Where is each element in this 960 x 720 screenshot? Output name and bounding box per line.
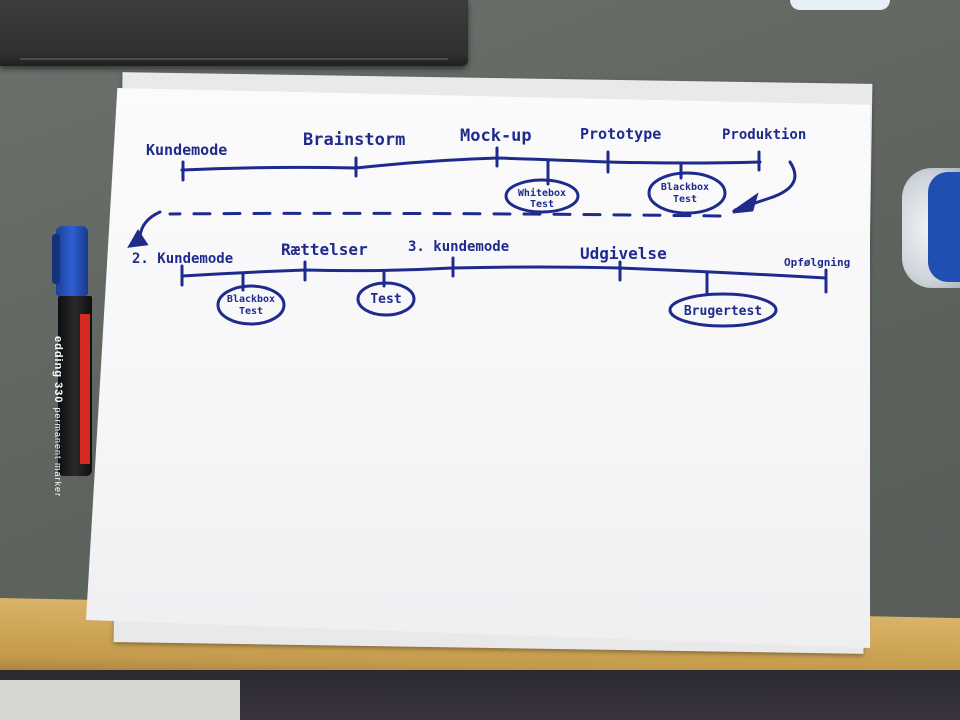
- flipchart-paper: [86, 88, 870, 648]
- marker-stripe: [80, 314, 90, 464]
- floor-light: [0, 680, 240, 720]
- marker-subtitle: permanent marker: [53, 407, 63, 498]
- marker-pen: edding 330 permanent marker: [52, 226, 96, 497]
- marker-cap: [56, 226, 88, 296]
- marker-brand: edding 330 permanent marker: [52, 336, 64, 497]
- marker-brand-text: edding 330: [52, 336, 64, 404]
- marker-clip: [52, 234, 60, 284]
- laptop: [0, 0, 468, 66]
- cup: [790, 0, 890, 10]
- bottle-label: [928, 172, 960, 282]
